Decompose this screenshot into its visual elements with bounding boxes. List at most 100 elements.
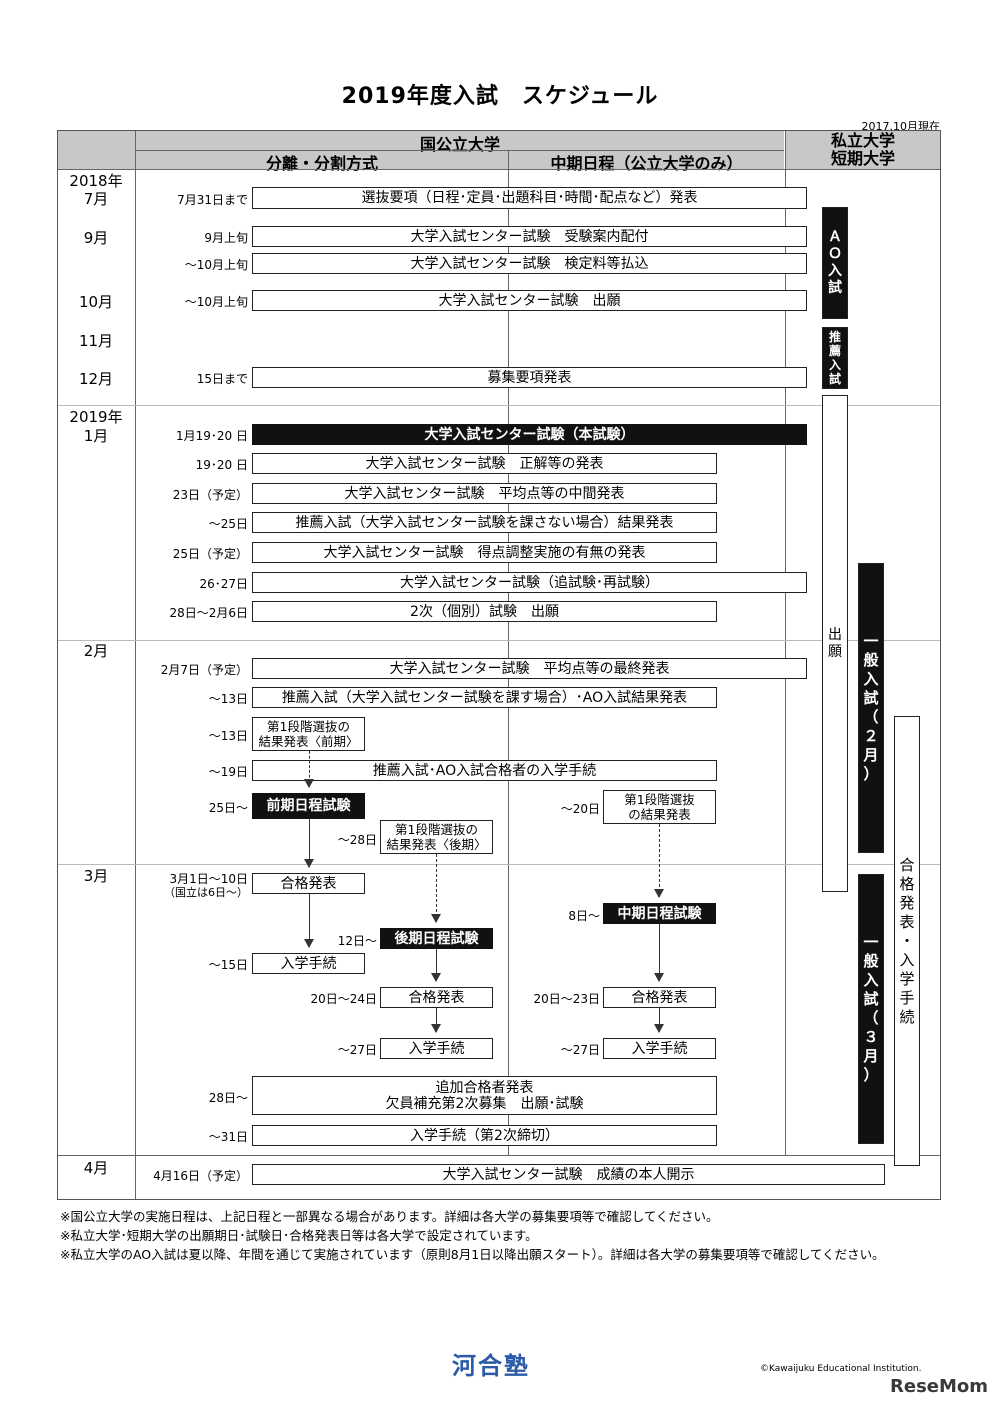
- bar-char: ３: [863, 1028, 879, 1046]
- event-box: 合格発表: [380, 987, 493, 1008]
- date-label: ～10月上旬: [184, 295, 248, 309]
- date-label: ～25日: [208, 517, 248, 531]
- date-label: 7月31日まで: [177, 193, 248, 207]
- event-box: 大学入試センター試験 得点調整実施の有無の発表: [252, 542, 717, 563]
- date-label: ～27日: [337, 1043, 377, 1057]
- event-box: 大学入試センター試験 正解等の発表: [252, 453, 717, 474]
- bar-char: （: [863, 1009, 879, 1027]
- date-label: （国立は6日～）: [164, 886, 248, 899]
- date-label: ～20日: [560, 802, 600, 816]
- flow-arrow: [654, 924, 664, 982]
- date-label: ～31日: [208, 1130, 248, 1144]
- flow-arrow: [304, 819, 314, 868]
- bar-char: 格: [899, 874, 915, 893]
- month-label: 11月: [78, 332, 114, 350]
- bar-char: ２: [863, 727, 879, 745]
- month-label: 12月: [78, 370, 114, 388]
- header-private: [786, 131, 940, 169]
- event-box-highlight: 大学入試センター試験（本試験）: [252, 424, 807, 445]
- bar-char: 月: [863, 1047, 879, 1065]
- header-private-label-2: 短期大学: [830, 149, 895, 168]
- flow-arrow: [654, 1008, 664, 1033]
- copyright: ©Kawaijuku Educational Institution.: [760, 1364, 922, 1374]
- event-box: 推薦入試（大学入試センター試験を課さない場合）結果発表: [252, 512, 717, 533]
- event-box: 入学手続（第2次締切）: [252, 1125, 717, 1146]
- event-box: 選抜要項（日程･定員･出題科目･時間･配点など）発表: [252, 187, 807, 209]
- date-label: ～27日: [560, 1043, 600, 1057]
- bar-char: Ｏ: [828, 246, 842, 262]
- private-bar-ippan-mar: 一 般 入 試 （ ３ 月 ）: [858, 874, 884, 1144]
- date-label: ～19日: [208, 765, 248, 779]
- flow-arrow: [431, 949, 441, 982]
- bar-char: 試: [828, 372, 841, 386]
- date-label: 15日まで: [196, 372, 248, 386]
- month-label: 2月: [83, 642, 109, 660]
- date-label: ～15日: [208, 958, 248, 972]
- bar-char: 推: [828, 330, 841, 344]
- bar-char: ）: [863, 1066, 879, 1084]
- flow-arrow: [304, 751, 314, 788]
- bar-char: 入: [863, 670, 879, 688]
- bar-char: 月: [863, 746, 879, 764]
- month-label: 2018年: [69, 172, 123, 190]
- month-label: 1月: [83, 427, 109, 445]
- date-label: ～10月上旬: [184, 258, 248, 272]
- month-label: 3月: [83, 867, 109, 885]
- private-bar-ippan-feb: 一 般 入 試 （ ２ 月 ）: [858, 563, 884, 853]
- event-box: 大学入試センター試験（追試験･再試験）: [252, 572, 807, 593]
- header-separate-label: 分離・分割方式: [265, 154, 378, 173]
- page-title: 2019年度入試 スケジュール: [341, 84, 659, 109]
- event-box: 第1段階選抜 の結果発表: [603, 790, 716, 824]
- month-column-line: [135, 131, 136, 1199]
- header-divider: [136, 150, 784, 151]
- date-label: 20日～24日: [310, 992, 377, 1006]
- event-box: 大学入試センター試験 平均点等の最終発表: [252, 658, 807, 679]
- bar-char: 学: [899, 969, 915, 988]
- bar-char: Ａ: [828, 229, 842, 245]
- event-box: 追加合格者発表 欠員補充第2次募集 出願･試験: [252, 1076, 717, 1115]
- date-label: 28日～: [208, 1091, 248, 1105]
- month-label: 7月: [83, 190, 109, 208]
- bar-char: 般: [863, 952, 879, 970]
- kawaijuku-logo: 河合塾: [452, 1352, 530, 1380]
- date-label: 26･27日: [199, 577, 248, 591]
- event-box: 大学入試センター試験 出願: [252, 290, 807, 311]
- date-label: 3月1日～10日: [169, 872, 248, 886]
- date-label: 20日～23日: [533, 992, 600, 1006]
- event-box-highlight: 中期日程試験: [603, 903, 716, 924]
- month-label: 9月: [83, 229, 109, 247]
- event-box: 第1段階選抜の 結果発表〈後期〉: [380, 820, 493, 854]
- private-bar-ao: Ａ Ｏ 入 試: [822, 207, 848, 319]
- header-midterm-label: 中期日程（公立大学のみ）: [550, 154, 743, 173]
- date-label: 12日～: [337, 934, 377, 948]
- date-label: 28日～2月6日: [169, 606, 248, 620]
- footnote: ※私立大学･短期大学の出願期日･試験日･合格発表日等は各大学で設定されています。: [60, 1228, 538, 1243]
- bar-char: 表: [899, 912, 915, 931]
- event-box: 推薦入試（大学入試センター試験を課す場合）･AO入試結果発表: [252, 687, 717, 708]
- event-box: 入学手続: [603, 1038, 716, 1059]
- event-box: 入学手続: [380, 1038, 493, 1059]
- flow-arrow: [304, 894, 314, 948]
- bar-char: 手: [899, 988, 915, 1007]
- event-box: 合格発表: [603, 987, 716, 1008]
- event-box: 推薦入試･AO入試合格者の入学手続: [252, 760, 717, 781]
- event-box: 大学入試センター試験 成績の本人開示: [252, 1164, 885, 1185]
- event-box: 大学入試センター試験 検定料等払込: [252, 253, 807, 274]
- bar-char: 試: [863, 990, 879, 1008]
- event-box-highlight: 前期日程試験: [252, 793, 365, 819]
- midterm-column-line: [508, 150, 509, 1155]
- as-of-date: 2017.10月現在: [861, 120, 941, 133]
- month-label: 4月: [83, 1159, 109, 1177]
- bar-char: 入: [899, 950, 915, 969]
- bar-char: 入: [828, 358, 841, 372]
- event-box-highlight: 後期日程試験: [380, 928, 493, 949]
- bar-char: 発: [899, 893, 915, 912]
- private-bar-suisen: 推 薦 入 試: [822, 327, 848, 389]
- date-label: ～28日: [337, 833, 377, 847]
- flow-arrow: [654, 824, 664, 898]
- bar-char: 願: [828, 643, 842, 660]
- date-label: ～13日: [208, 729, 248, 743]
- event-box: 大学入試センター試験 受験案内配付: [252, 226, 807, 247]
- bar-char: 般: [863, 651, 879, 669]
- bar-char: 薦: [828, 344, 841, 358]
